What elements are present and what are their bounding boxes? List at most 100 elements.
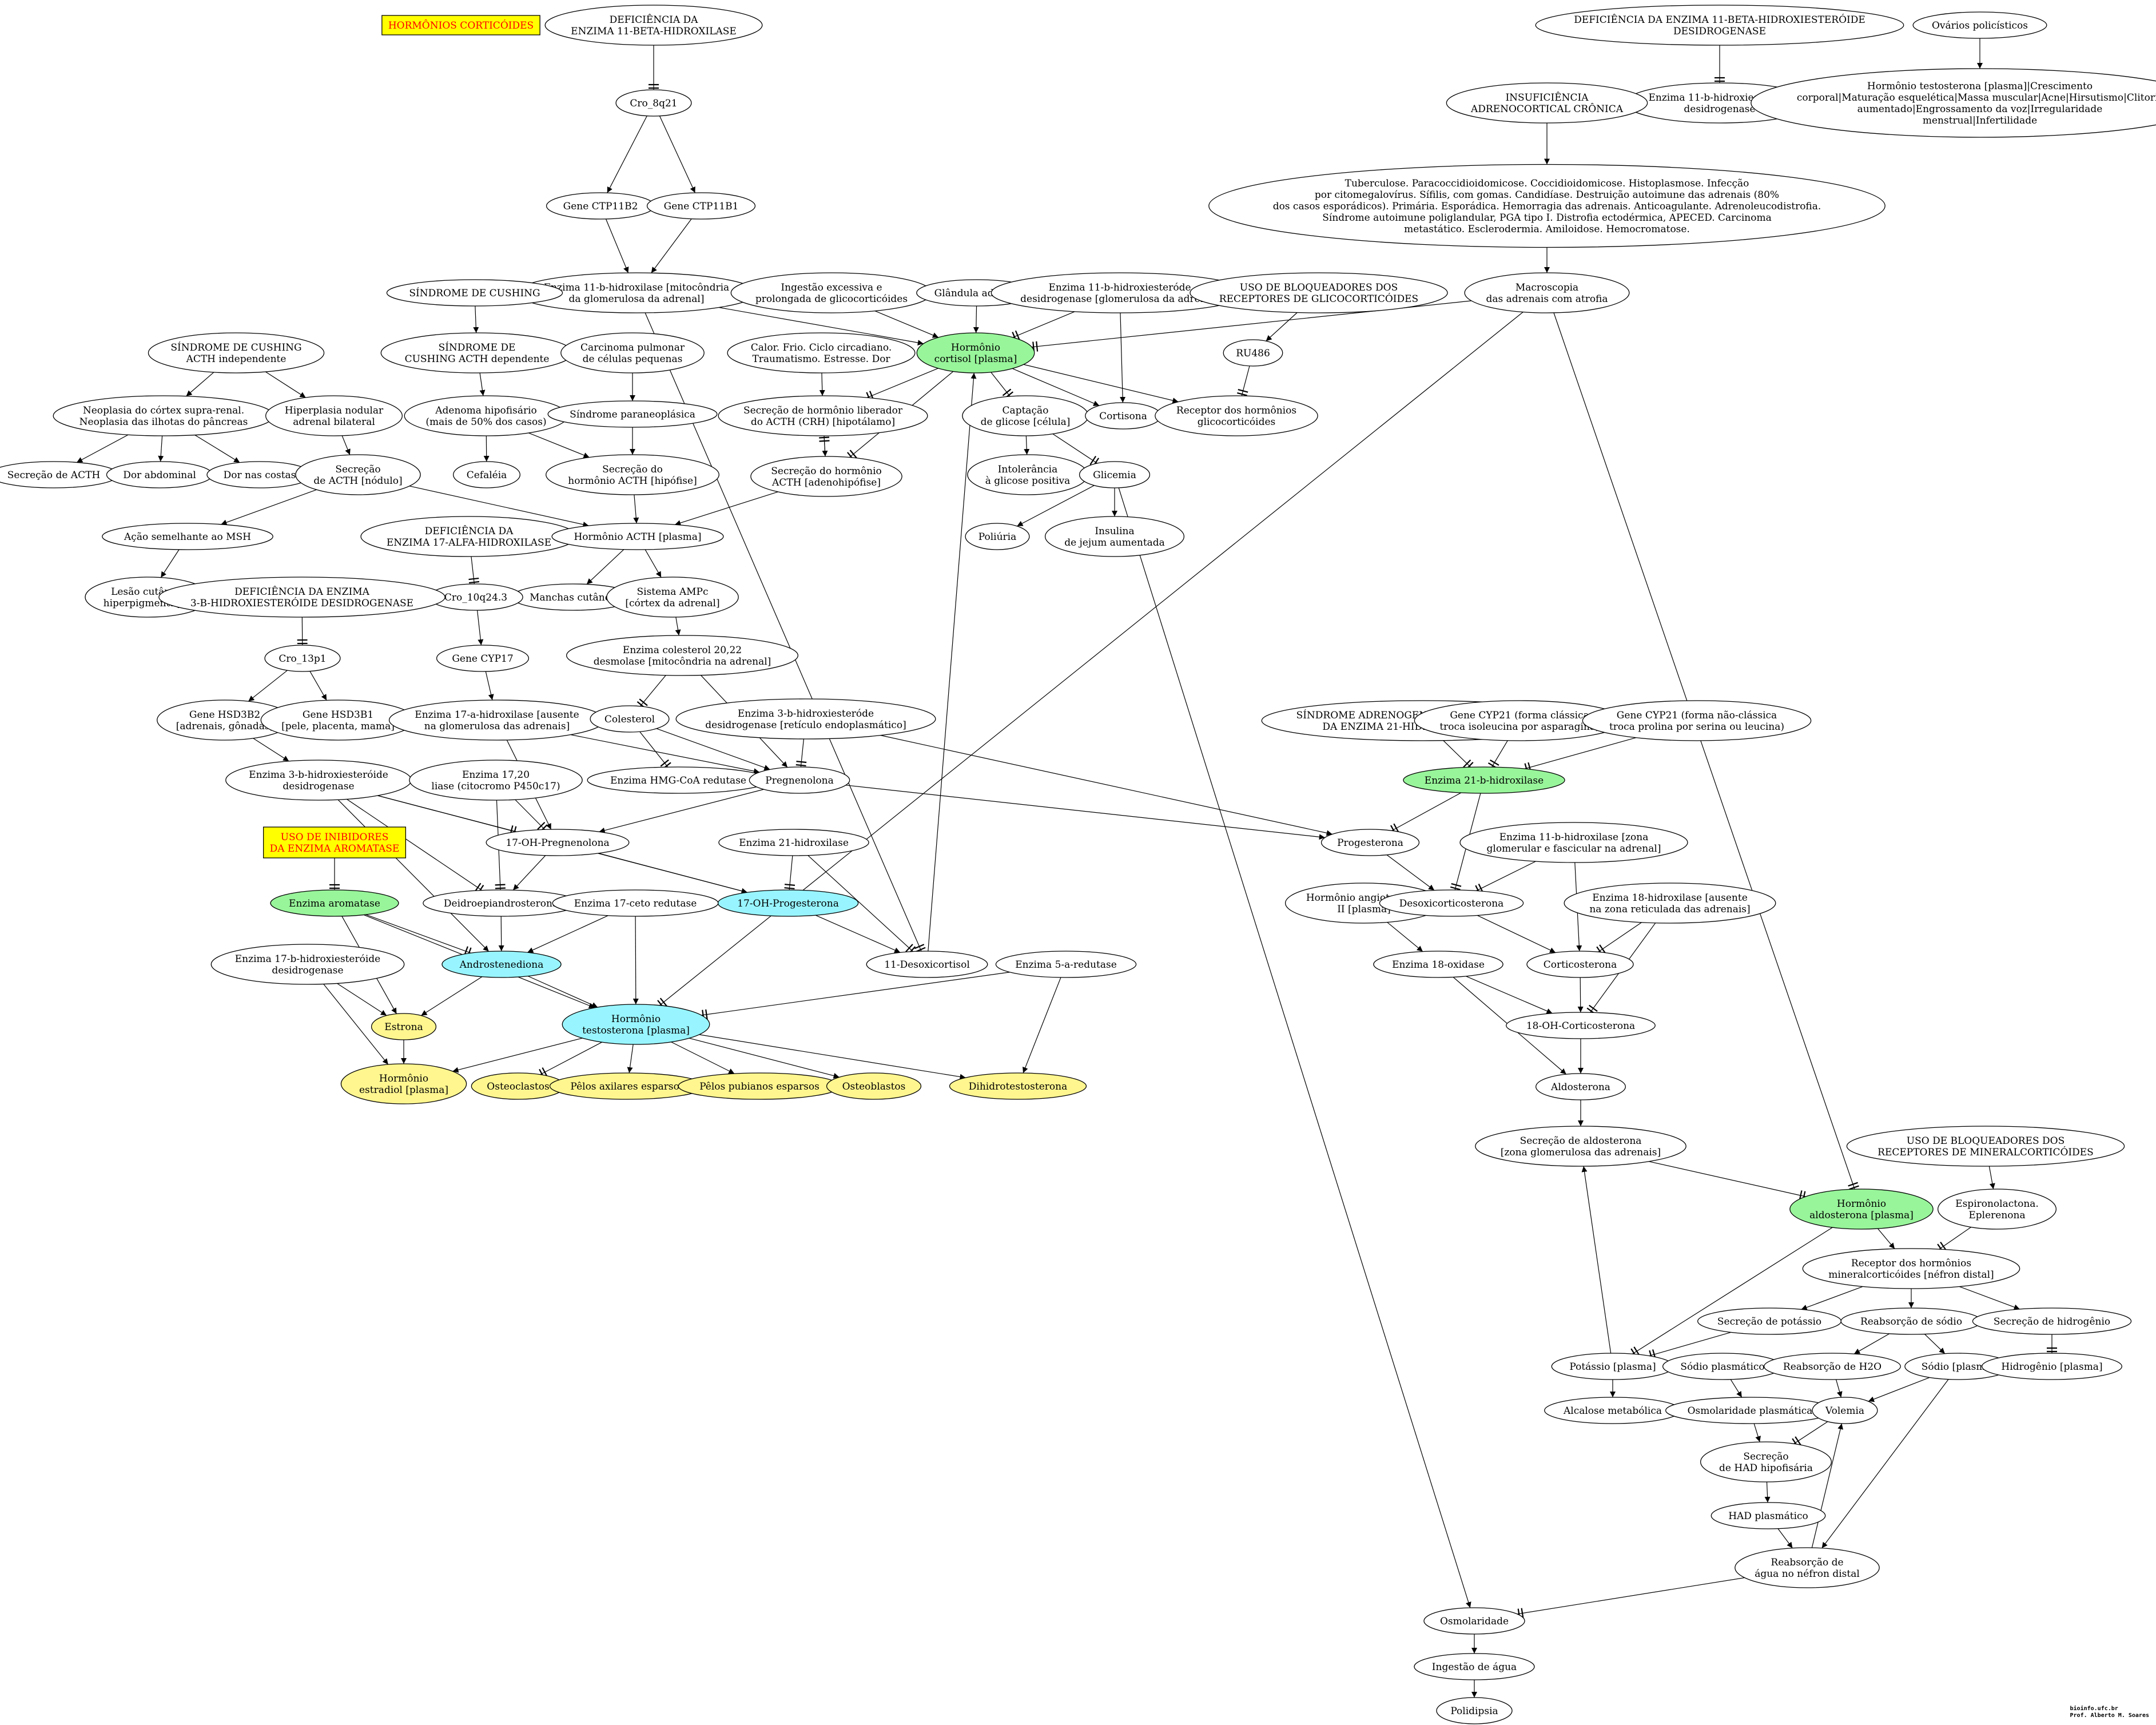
node-n77[interactable]: Hormônio testosterona [plasma]|Crescimen… <box>1751 68 2156 138</box>
node-n111[interactable]: HAD plasmático <box>1711 1502 1826 1529</box>
node-n61[interactable]: Enzima 17-ceto redutase <box>552 889 719 917</box>
node-n4[interactable]: Gene CTP11B1 <box>646 192 756 220</box>
node-n16[interactable]: Dor abdominal <box>106 461 213 488</box>
node-n90[interactable]: Enzima 18-oxidase <box>1373 951 1503 978</box>
node-n73[interactable]: Dihidrotestosterona <box>949 1072 1087 1100</box>
node-n64[interactable]: Enzima 17-b-hidroxiesteróidedesidrogenas… <box>210 944 405 985</box>
node-n106[interactable]: Hidrogênio [plasma] <box>1982 1353 2122 1380</box>
node-n84[interactable]: Enzima 21-b-hidroxilase <box>1403 766 1565 794</box>
node-n104[interactable]: Reabsorção de H2O <box>1764 1353 1901 1380</box>
node-n79[interactable]: Tuberculose. Paracoccidioidomicose. Cocc… <box>1208 164 1885 248</box>
node-n92[interactable]: 18-OH-Corticosterona <box>1506 1012 1656 1039</box>
node-n50[interactable]: Colesterol <box>590 705 670 733</box>
node-n94[interactable]: Secreção de aldosterona[zona glomerulosa… <box>1475 1126 1686 1167</box>
node-n17[interactable]: Dor nas costas <box>206 461 313 488</box>
node-n59[interactable]: Enzima aromatase <box>270 889 399 917</box>
node-n43[interactable]: Gene CYP17 <box>436 645 530 672</box>
node-n85[interactable]: Progesterona <box>1320 829 1420 856</box>
node-n103[interactable]: Sódio plasmático <box>1662 1353 1783 1380</box>
node-n88[interactable]: Desoxicorticosterona <box>1379 889 1524 917</box>
node-n101[interactable]: Secreção de hidrogênio <box>1972 1307 2132 1335</box>
node-n13[interactable]: Neoplasia do córtex supra-renal.Neoplasi… <box>53 395 275 436</box>
node-n15[interactable]: Secreção de ACTH <box>0 461 120 488</box>
node-n57[interactable]: Enzima 21-hidroxilase <box>718 829 869 856</box>
node-n20[interactable]: Cefaléia <box>453 461 520 488</box>
node-n36[interactable]: Ação semelhante ao MSH <box>102 523 273 550</box>
node-n63[interactable]: Androstenediona <box>441 951 562 978</box>
node-n47[interactable]: Gene HSD3B2[adrenais, gônadas] <box>157 699 293 741</box>
node-n58[interactable]: 17-OH-Progesterona <box>717 889 859 917</box>
node-n40[interactable]: Manchas cutânea <box>511 583 635 611</box>
node-n75[interactable]: Ovários policísticos <box>1912 11 2047 39</box>
node-n45[interactable]: DEFICIÊNCIA DA ENZIMA3-B-HIDROXIESTERÓID… <box>158 577 445 618</box>
node-n3[interactable]: Gene CTP11B2 <box>546 192 655 220</box>
node-n30[interactable]: RU486 <box>1223 339 1283 367</box>
node-n108[interactable]: Osmolaridade plasmática <box>1665 1397 1835 1424</box>
node-n10[interactable]: SÍNDROME DE CUSHING <box>386 279 563 307</box>
node-n114[interactable]: Ingestão de água <box>1414 1653 1535 1680</box>
node-n113[interactable]: Osmolaridade <box>1423 1607 1525 1635</box>
node-n53[interactable]: Pregnenolona <box>749 766 850 794</box>
node-n65[interactable]: Estrona <box>371 1013 437 1040</box>
node-n60[interactable]: Deidroepiandrosterona <box>423 889 579 917</box>
node-n115[interactable]: Polidipsia <box>1436 1697 1513 1724</box>
node-n2[interactable]: Cro_8q21 <box>615 89 692 117</box>
node-n91[interactable]: Corticosterona <box>1526 951 1634 978</box>
node-n29[interactable]: Cortisona <box>1085 402 1161 430</box>
node-n98[interactable]: Receptor dos hormôniosmineralcorticóides… <box>1802 1248 2020 1289</box>
node-n97[interactable]: Espironolactona.Eplerenona <box>1937 1189 2057 1230</box>
node-n74[interactable]: DEFICIÊNCIA DA ENZIMA 11-BETA-HIDROXIEST… <box>1535 5 1904 46</box>
node-n34[interactable]: Poliúria <box>965 523 1030 550</box>
node-n69[interactable]: Osteoclastos <box>471 1072 566 1100</box>
node-n22[interactable]: Síndrome paraneoplásica <box>547 400 718 428</box>
node-n19[interactable]: Adenoma hipofisário(mais de 50% dos caso… <box>404 395 568 436</box>
node-n99[interactable]: Secreção de potássio <box>1697 1307 1842 1335</box>
node-n107[interactable]: Alcalose metabólica <box>1544 1397 1681 1424</box>
node-n48[interactable]: Gene HSD3B1[pele, placenta, mama] <box>260 699 416 741</box>
node-n52[interactable]: Enzima HMG-CoA redutase <box>587 766 770 794</box>
node-n71[interactable]: Pêlos pubianos esparsos <box>678 1072 841 1100</box>
node-n102[interactable]: Potássio [plasma] <box>1551 1353 1674 1380</box>
node-n72[interactable]: Osteoblastos <box>826 1072 922 1100</box>
node-n100[interactable]: Reabsorção de sódio <box>1840 1307 1982 1335</box>
node-n39[interactable]: Hormônio ACTH [plasma] <box>551 523 724 550</box>
node-n33[interactable]: Glicemia <box>1079 461 1151 488</box>
node-n46[interactable]: Cro_13p1 <box>264 645 341 672</box>
node-n56[interactable]: 17-OH-Pregnenolona <box>486 829 630 856</box>
node-n86[interactable]: Enzima 11-b-hidroxilase [zonaglomerular … <box>1459 822 1688 863</box>
node-n109[interactable]: Volemia <box>1812 1397 1878 1424</box>
node-n62[interactable]: 11-Desoxicortisol <box>866 951 988 978</box>
node-n67[interactable]: Enzima 5-a-redutase <box>995 951 1137 978</box>
node-n93[interactable]: Aldosterona <box>1536 1073 1626 1100</box>
